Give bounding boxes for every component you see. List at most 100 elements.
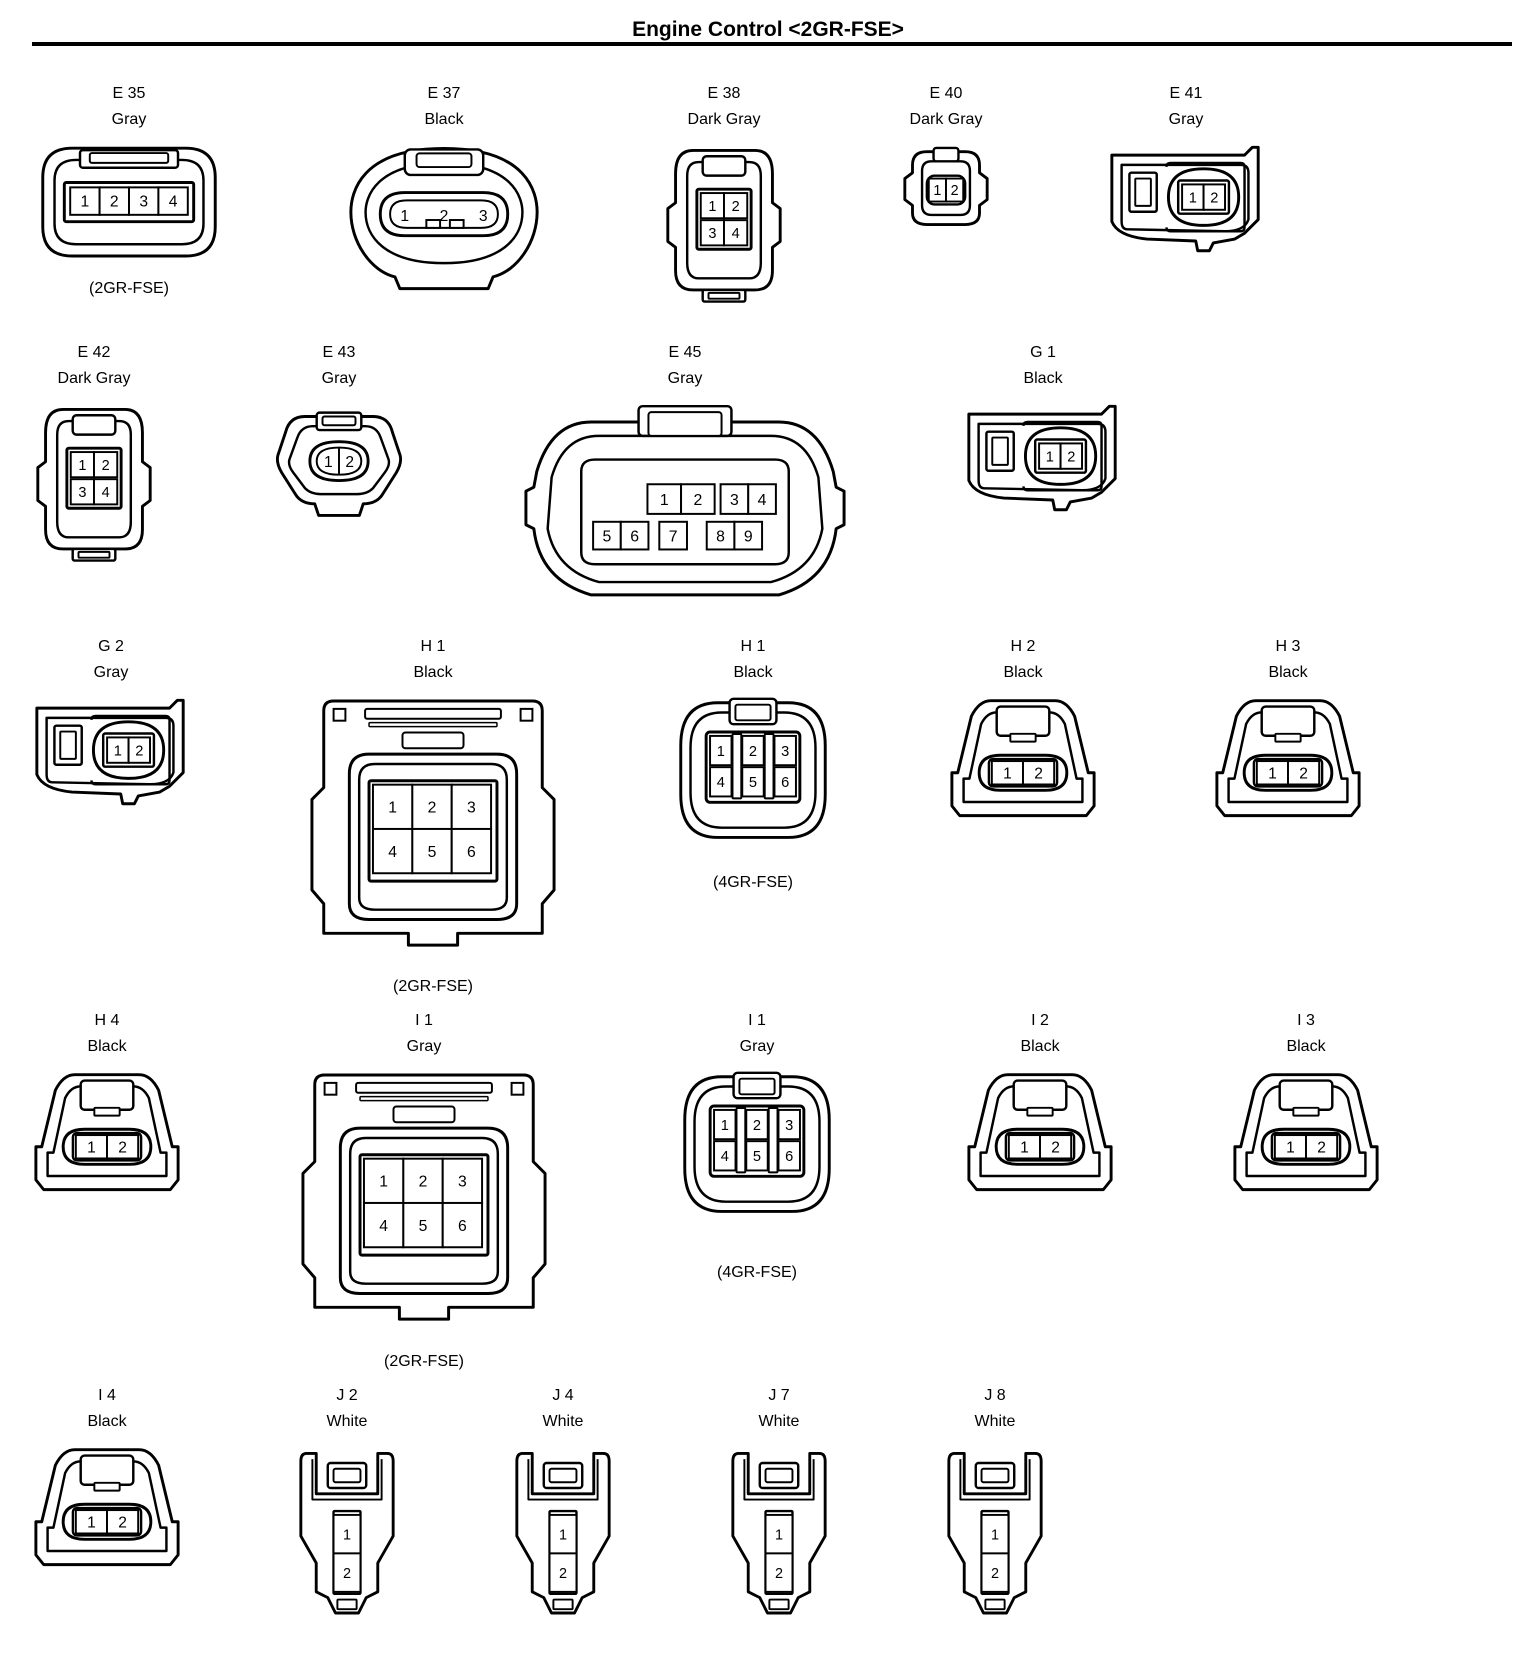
connector-code: I 4	[98, 1387, 116, 1404]
pin-4: 4	[388, 844, 397, 861]
pin-7: 7	[669, 528, 678, 545]
pin-1: 1	[933, 183, 941, 199]
pin-8: 8	[716, 528, 725, 545]
pin-1: 1	[1020, 1139, 1029, 1156]
pin-2: 2	[1067, 449, 1075, 465]
pin-6: 6	[458, 1218, 467, 1235]
connector-variant-note: (4GR-FSE)	[713, 874, 793, 891]
connector-shape-j7: 12	[731, 1451, 827, 1615]
pin-5: 5	[753, 1149, 761, 1165]
connector-shape-j8: 12	[947, 1451, 1043, 1615]
connector-variant-note: (2GR-FSE)	[89, 280, 169, 297]
pin-1: 1	[991, 1527, 999, 1543]
pin-1: 1	[717, 744, 725, 760]
connector-code: I 3	[1297, 1012, 1315, 1029]
pin-1: 1	[559, 1527, 567, 1543]
pin-3: 3	[785, 1118, 793, 1134]
pin-2: 2	[1317, 1139, 1326, 1156]
connector-code: E 42	[77, 344, 111, 361]
pin-5: 5	[419, 1218, 428, 1235]
pin-3: 3	[139, 194, 148, 211]
pin-2: 2	[102, 458, 110, 474]
pin-6: 6	[785, 1149, 793, 1165]
pin-4: 4	[379, 1218, 388, 1235]
connector-color: Gray	[667, 370, 703, 387]
pin-1: 1	[87, 1139, 96, 1156]
pin-6: 6	[467, 844, 476, 861]
pin-5: 5	[428, 844, 437, 861]
connector-code: H 3	[1275, 638, 1301, 655]
connector-color: Black	[1286, 1038, 1326, 1055]
title-divider	[32, 42, 1512, 46]
connector-color: Gray	[321, 370, 357, 387]
connector-color: Black	[1020, 1038, 1060, 1055]
pin-1: 1	[775, 1527, 783, 1543]
pin-2: 2	[991, 1566, 999, 1582]
pin-1: 1	[1046, 449, 1054, 465]
pin-6: 6	[630, 528, 639, 545]
pin-3: 3	[781, 744, 789, 760]
pin-2: 2	[749, 744, 757, 760]
connector-shape-j2: 12	[299, 1451, 395, 1615]
pin-6: 6	[781, 775, 789, 791]
pin-2: 2	[559, 1566, 567, 1582]
connector-color: Gray	[93, 664, 129, 681]
pin-2: 2	[419, 1173, 428, 1190]
pin-2: 2	[951, 183, 959, 199]
connector-color: Dark Gray	[909, 111, 983, 128]
connector-code: J 2	[336, 1387, 358, 1404]
pin-3: 3	[78, 485, 86, 501]
pin-2: 2	[1299, 765, 1308, 782]
pin-1: 1	[1286, 1139, 1295, 1156]
pin-3: 3	[458, 1173, 467, 1190]
pin-2: 2	[1210, 190, 1218, 206]
connector-shape-j4: 12	[515, 1451, 611, 1615]
pin-5: 5	[603, 528, 612, 545]
connector-code: I 1	[748, 1012, 766, 1029]
connector-code: E 37	[427, 85, 461, 102]
pin-4: 4	[732, 226, 740, 242]
connector-code: I 2	[1031, 1012, 1049, 1029]
pin-3: 3	[479, 208, 488, 225]
connector-code: G 2	[98, 638, 124, 655]
pin-3: 3	[467, 799, 476, 816]
pin-1: 1	[114, 743, 122, 759]
pin-4: 4	[717, 775, 725, 791]
connector-code: E 40	[929, 85, 963, 102]
pin-2: 2	[440, 208, 449, 225]
connector-color: Black	[413, 664, 453, 681]
connector-code: I 1	[415, 1012, 433, 1029]
pin-1: 1	[81, 194, 90, 211]
pin-1: 1	[78, 458, 86, 474]
connector-code: E 35	[112, 85, 146, 102]
pin-1: 1	[87, 1514, 96, 1531]
pin-2: 2	[118, 1514, 127, 1531]
connector-color: Gray	[111, 111, 147, 128]
connector-color: Black	[1003, 664, 1043, 681]
pin-2: 2	[775, 1566, 783, 1582]
connector-variant-note: (2GR-FSE)	[384, 1353, 464, 1370]
pin-2: 2	[1051, 1139, 1060, 1156]
connector-code: E 38	[707, 85, 741, 102]
connector-variant-note: (2GR-FSE)	[393, 978, 473, 995]
pin-1: 1	[660, 492, 669, 509]
pin-2: 2	[693, 492, 702, 509]
connector-color: White	[542, 1413, 584, 1430]
pin-1: 1	[1268, 765, 1277, 782]
connector-code: H 1	[420, 638, 446, 655]
connector-code: J 8	[984, 1387, 1006, 1404]
connector-code: G 1	[1030, 344, 1056, 361]
connector-color: Dark Gray	[687, 111, 761, 128]
connector-color: White	[326, 1413, 368, 1430]
